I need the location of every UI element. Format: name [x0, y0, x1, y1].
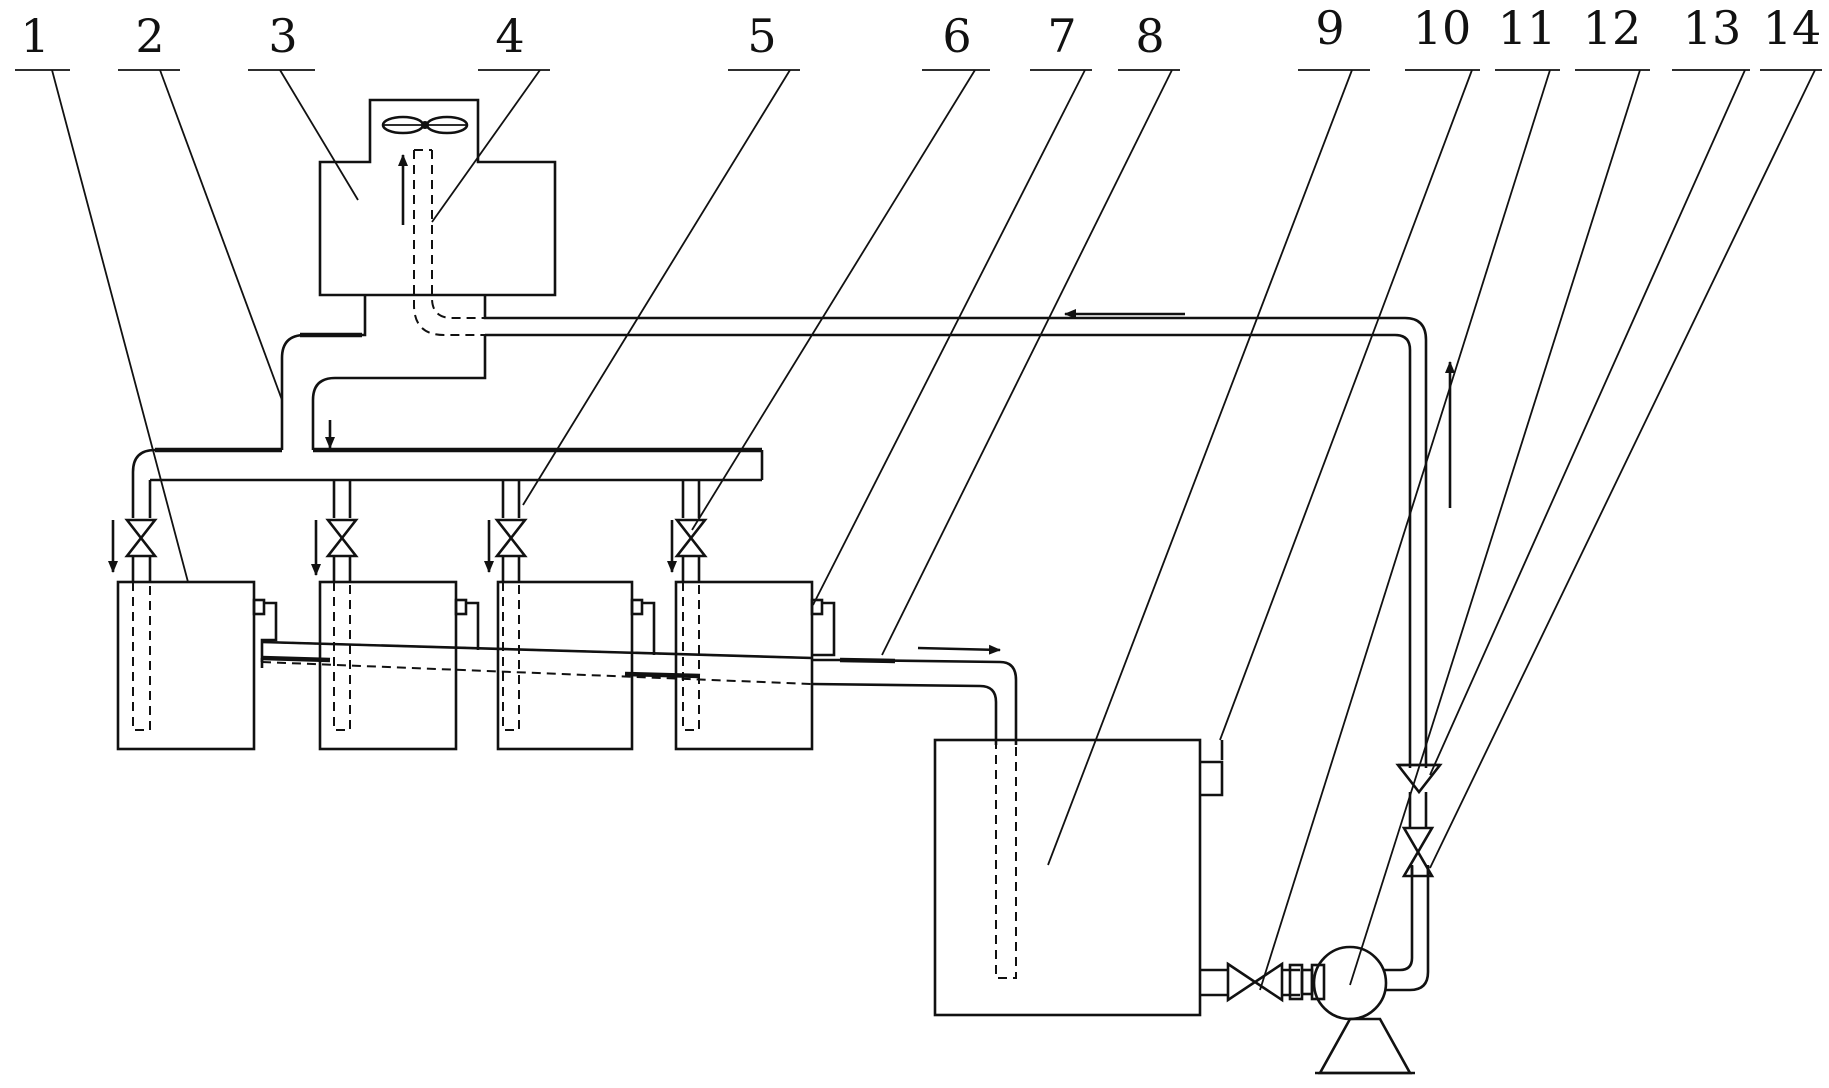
supply-header: [131, 295, 764, 518]
valve-icon-4: [674, 518, 708, 558]
callout-3: 3: [268, 9, 297, 63]
callout-5: 5: [747, 9, 776, 63]
callout-14: 14: [1763, 1, 1822, 55]
riser-valve-icon: [1401, 826, 1435, 878]
outlet-pipe: [1200, 968, 1228, 997]
branch-drops: [332, 480, 701, 518]
collection-tank: [933, 738, 1224, 1017]
callout-7: 7: [1047, 9, 1076, 63]
callout-8: 8: [1135, 9, 1164, 63]
check-valve-icon: [1395, 763, 1443, 828]
callout-11: 11: [1498, 1, 1557, 55]
callout-4: 4: [495, 9, 524, 63]
callout-6: 6: [942, 9, 971, 63]
pump-icon: [1312, 865, 1430, 1075]
callout-13: 13: [1683, 1, 1742, 55]
valve-icon-1: [124, 518, 158, 558]
fan-icon: [381, 115, 469, 135]
callout-10: 10: [1413, 1, 1472, 55]
callout-labels: 1 2 3 4 5 6 7 8 9 10 11 12 13 14: [20, 1, 1821, 63]
cooling-tower: [318, 98, 557, 297]
valve-icon-3: [494, 518, 528, 558]
valve-icon-2: [325, 518, 359, 558]
callout-9: 9: [1315, 1, 1344, 55]
overflow-fittings: [252, 598, 836, 662]
tank-inlet-stubs: [131, 556, 701, 582]
callout-1: 1: [20, 9, 49, 63]
leader-lines: [51, 69, 1816, 991]
inflow-arrows: [108, 520, 677, 576]
callout-2: 2: [135, 9, 164, 63]
tank-2: [318, 580, 458, 751]
tank-1: [116, 580, 256, 751]
tank-3: [496, 580, 634, 751]
callout-12: 12: [1583, 1, 1642, 55]
spray-pipe: [398, 149, 485, 336]
return-pipe: [483, 295, 1455, 768]
collector-pipe: [260, 640, 1018, 745]
tank-4: [674, 580, 814, 751]
